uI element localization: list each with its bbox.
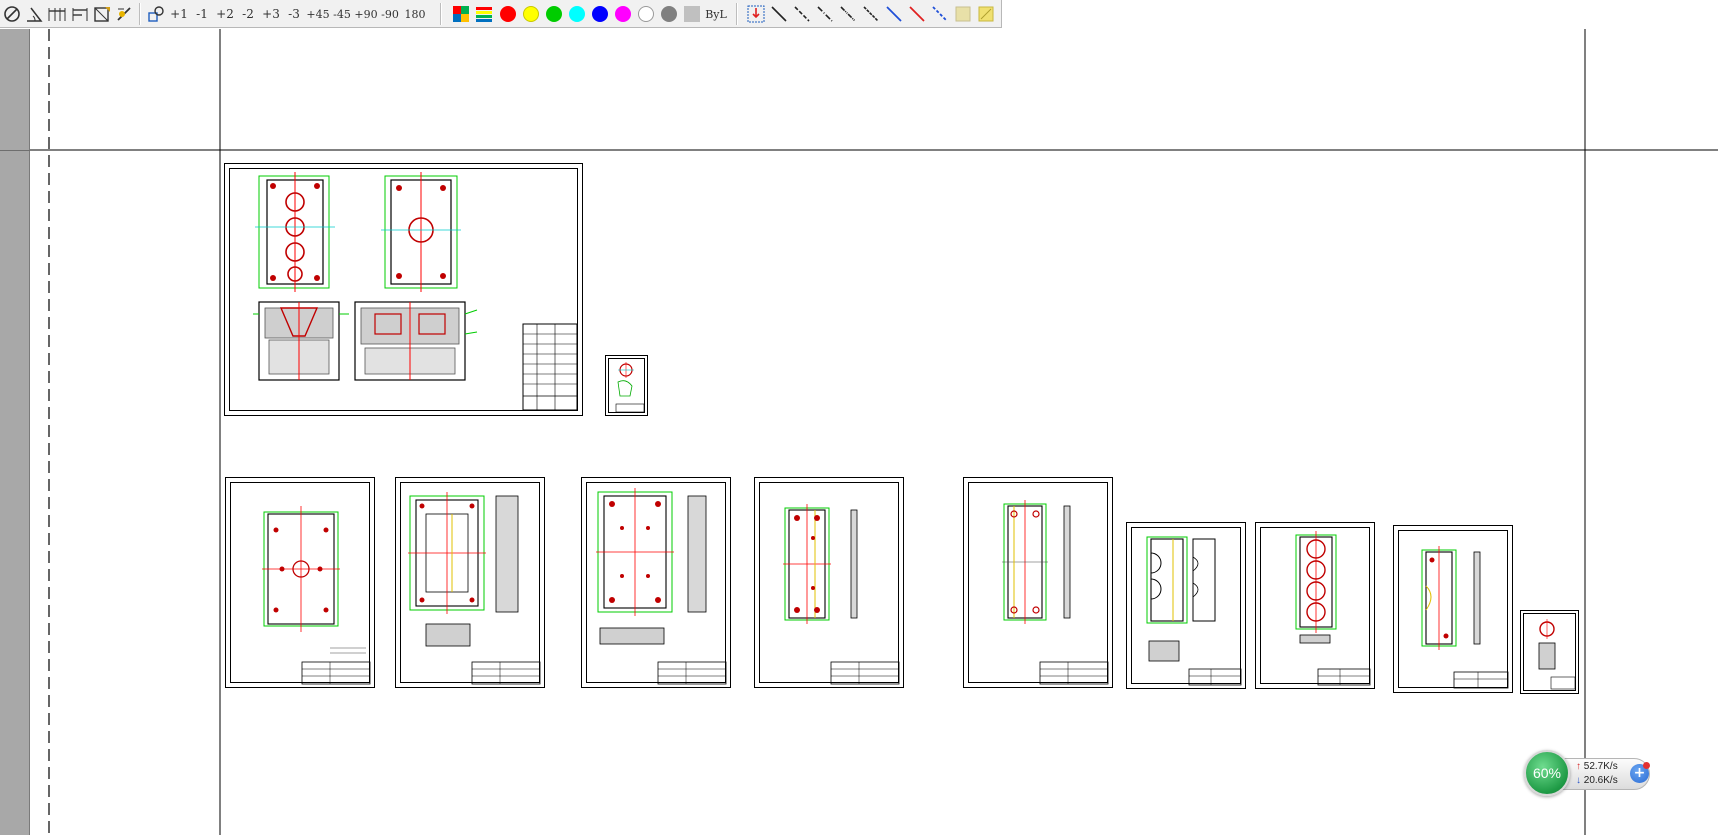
upload-rate: ↑ 52.7K/s	[1576, 761, 1618, 772]
color-white-swatch[interactable]	[635, 3, 657, 25]
part-drawing-sheet-2[interactable]	[395, 477, 545, 688]
toolbar-separator	[440, 3, 442, 25]
angle-dimension-icon[interactable]	[24, 3, 44, 25]
network-speed-widget[interactable]: 60% ↑ 52.7K/s ↓ 20.6K/s +	[1524, 750, 1652, 796]
layer-off-icon[interactable]	[952, 3, 974, 25]
model-space-guides	[30, 29, 1718, 835]
rotate-plus-90-button[interactable]: +90	[354, 7, 378, 21]
rotate-180-button[interactable]: 180	[404, 7, 426, 21]
notification-dot-icon	[1643, 762, 1650, 769]
part-drawing-sheet-6[interactable]	[1126, 522, 1246, 689]
left-ruler-strip	[0, 29, 30, 835]
part-drawing-small-sheet[interactable]	[605, 355, 648, 416]
rotate-plus-45-button[interactable]: +45	[306, 7, 330, 21]
color-bylayer-button[interactable]: ByL	[705, 7, 727, 21]
blue-dashed-line-icon[interactable]	[929, 3, 951, 25]
part-drawing-sheet-9[interactable]	[1520, 610, 1579, 694]
color-red-swatch[interactable]	[497, 3, 519, 25]
part-drawing-sheet-7[interactable]	[1255, 522, 1375, 689]
toolbar-separator	[736, 3, 738, 25]
color-gray-swatch[interactable]	[658, 3, 680, 25]
color-blue-swatch[interactable]	[589, 3, 611, 25]
download-arrow-icon: ↓	[1576, 775, 1581, 786]
layer-freeze-icon[interactable]	[975, 3, 997, 25]
part-drawing-sheet-3[interactable]	[581, 477, 731, 688]
assembly-drawing-sheet[interactable]	[224, 163, 583, 416]
continuous-line-icon[interactable]	[768, 3, 790, 25]
red-line-icon[interactable]	[906, 3, 928, 25]
color-yellow-swatch[interactable]	[520, 3, 542, 25]
blue-line-icon[interactable]	[883, 3, 905, 25]
rotate-minus-3-button[interactable]: -3	[288, 7, 300, 21]
dot-line-icon[interactable]	[860, 3, 882, 25]
part-drawing-sheet-4[interactable]	[754, 477, 904, 688]
upload-rate-value: 52.7K/s	[1583, 761, 1618, 772]
color-lightgray-swatch[interactable]	[681, 3, 703, 25]
rotate-minus-45-button[interactable]: -45	[333, 7, 351, 21]
continuous-dimension-icon[interactable]	[46, 3, 68, 25]
rotate-minus-1-button[interactable]: -1	[196, 7, 208, 21]
part-drawing-sheet-1[interactable]	[225, 477, 375, 688]
color-green-swatch[interactable]	[543, 3, 565, 25]
color-magenta-swatch[interactable]	[612, 3, 634, 25]
cad-toolbar: +1 -1 +2 -2 +3 -3 +45 -45 +90 -90 180 By…	[0, 0, 1002, 28]
linetype-select-icon[interactable]	[745, 3, 767, 25]
memory-usage-gauge[interactable]: 60%	[1524, 750, 1570, 796]
drawing-canvas[interactable]	[0, 29, 1718, 835]
rotate-minus-90-button[interactable]: -90	[381, 7, 399, 21]
cancel-icon[interactable]	[2, 3, 22, 25]
rotate-plus-3-button[interactable]: +3	[262, 7, 280, 21]
dashed-line-icon[interactable]	[791, 3, 813, 25]
center-line-icon[interactable]	[814, 3, 836, 25]
leader-pen-icon[interactable]	[114, 3, 134, 25]
rotate-minus-2-button[interactable]: -2	[242, 7, 254, 21]
part-drawing-sheet-5[interactable]	[963, 477, 1113, 688]
toolbar-separator	[139, 3, 141, 25]
layer-color-icon[interactable]	[473, 3, 495, 25]
ordinate-dimension-icon[interactable]	[92, 3, 112, 25]
download-rate-value: 20.6K/s	[1583, 775, 1618, 786]
baseline-dimension-icon[interactable]	[70, 3, 90, 25]
upload-arrow-icon: ↑	[1576, 761, 1581, 772]
color-cyan-swatch[interactable]	[566, 3, 588, 25]
download-rate: ↓ 20.6K/s	[1576, 775, 1618, 786]
rotate-object-icon[interactable]	[146, 3, 166, 25]
phantom-line-icon[interactable]	[837, 3, 859, 25]
rotate-plus-1-button[interactable]: +1	[170, 7, 188, 21]
rotate-plus-2-button[interactable]: +2	[216, 7, 234, 21]
color-palette-icon[interactable]	[450, 3, 472, 25]
part-drawing-sheet-8[interactable]	[1393, 525, 1513, 693]
